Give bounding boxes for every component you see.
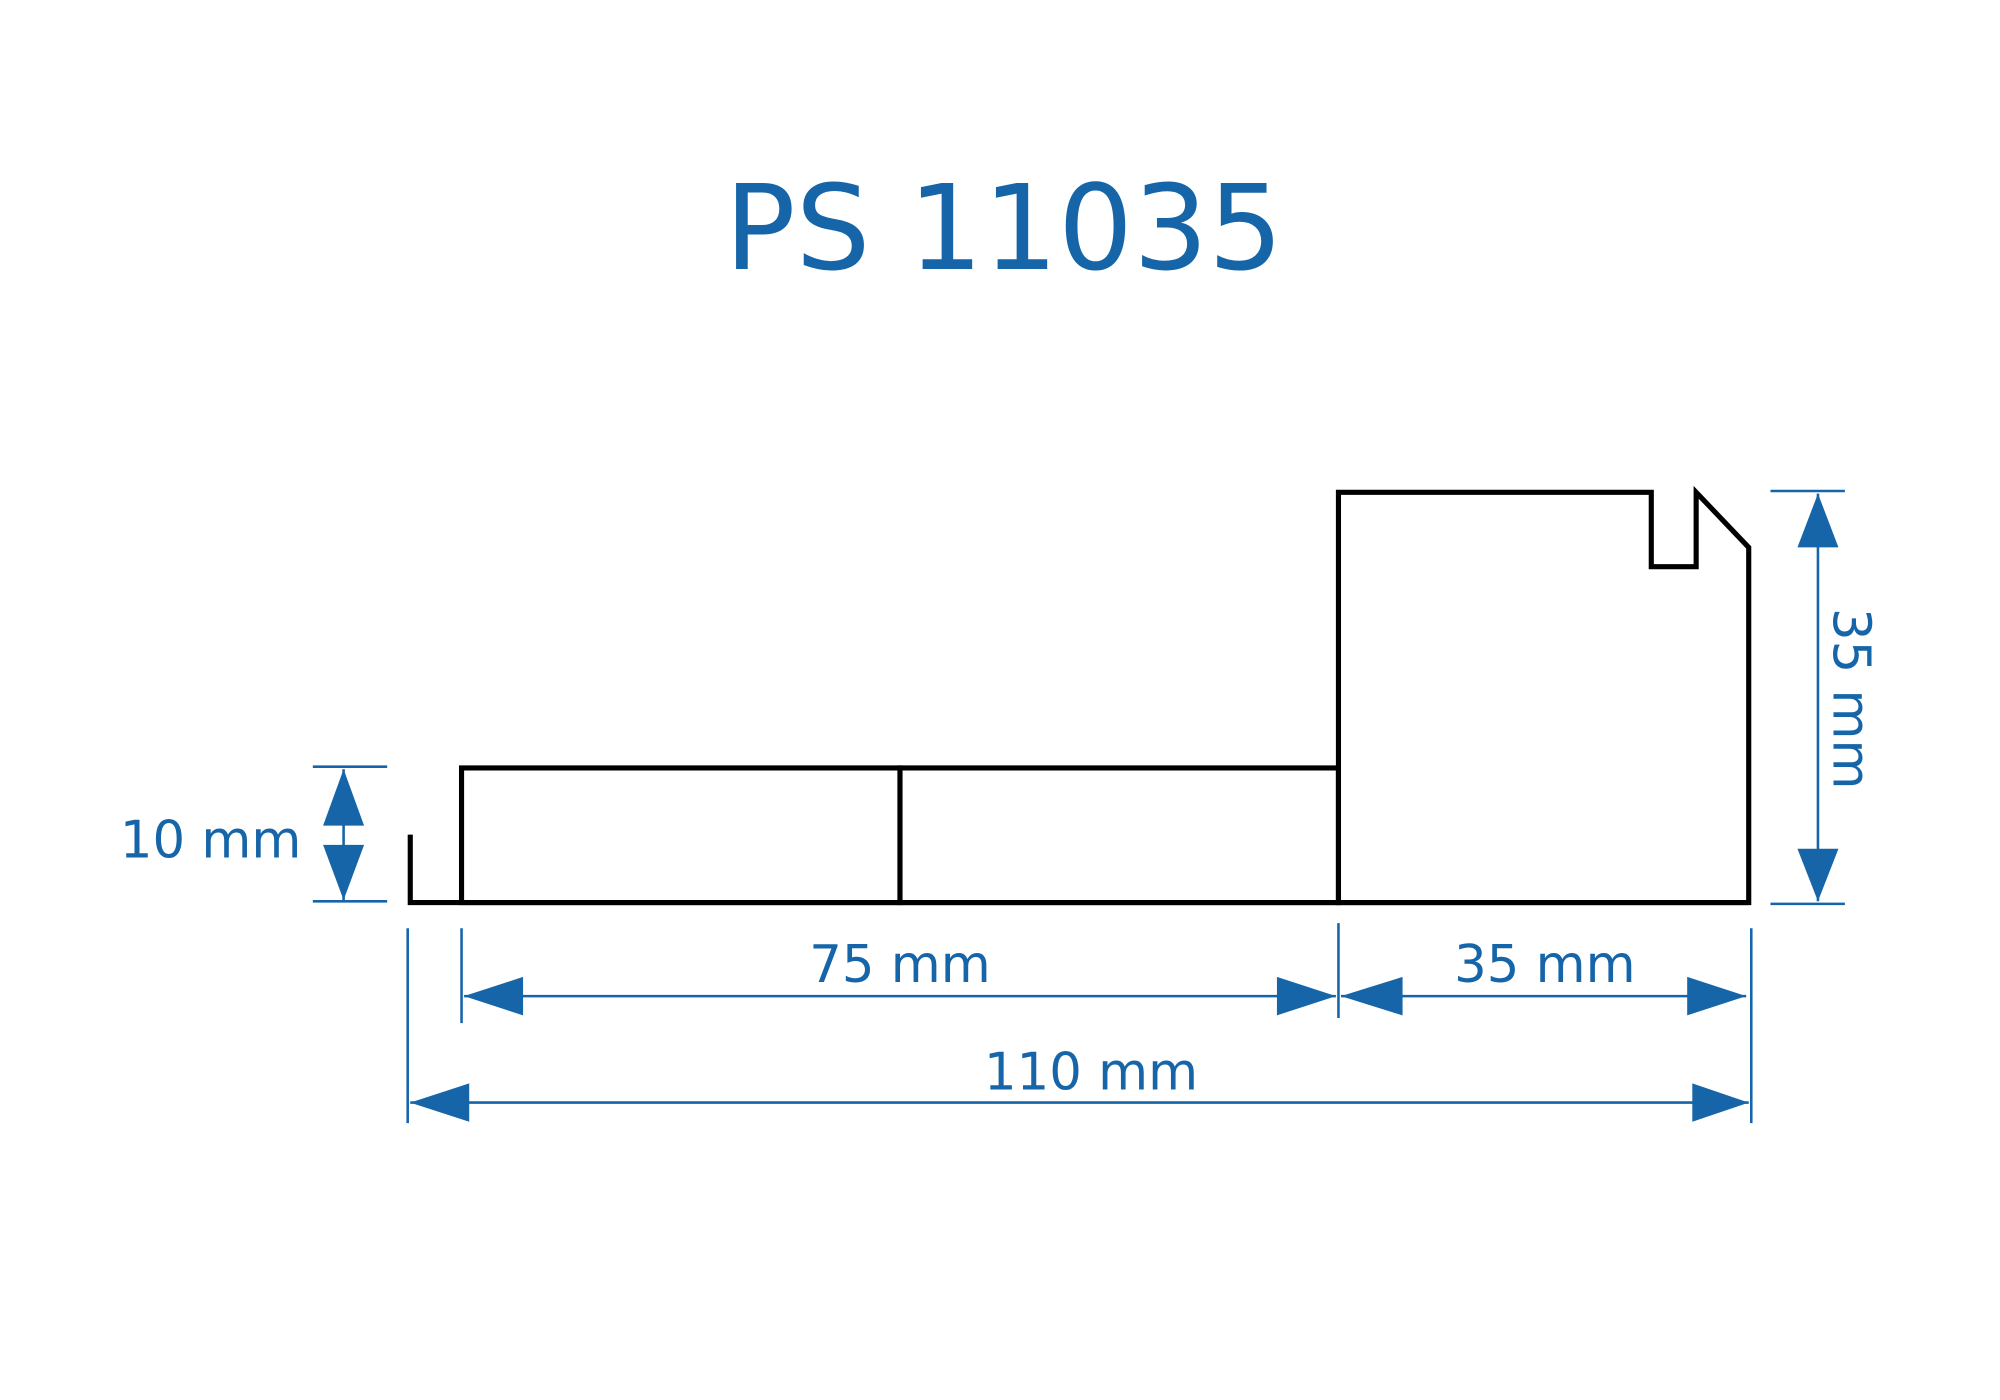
arrow-up-icon bbox=[1797, 493, 1839, 548]
right-block bbox=[1335, 485, 1752, 906]
dim-label-10mm: 10 mm bbox=[120, 811, 301, 871]
arrow-right-icon bbox=[1687, 976, 1747, 1016]
dim-label-35mm-width: 35 mm bbox=[1454, 935, 1635, 995]
dimension-10mm: 10 mm bbox=[120, 765, 388, 903]
arrow-down-icon bbox=[323, 844, 365, 900]
middle-panel bbox=[897, 765, 1342, 906]
drawing-title: PS 11035 bbox=[725, 160, 1284, 297]
arrow-left-icon bbox=[410, 1083, 470, 1122]
arrow-up-icon bbox=[323, 769, 365, 826]
arrow-right-icon bbox=[1276, 976, 1336, 1016]
arrow-left-icon bbox=[464, 976, 524, 1016]
dimension-110mm: 110 mm bbox=[406, 928, 1749, 1124]
arrow-down-icon bbox=[1797, 848, 1839, 902]
arrow-right-icon bbox=[1692, 1083, 1749, 1122]
dimension-35mm-height: 35 mm bbox=[1770, 489, 1880, 906]
dimension-35mm-width: 35 mm bbox=[1341, 928, 1753, 1124]
dim-label-110mm: 110 mm bbox=[984, 1043, 1198, 1103]
left-panel bbox=[458, 765, 903, 906]
dim-label-75mm: 75 mm bbox=[809, 935, 990, 995]
arrow-left-icon bbox=[1341, 976, 1403, 1016]
dim-label-35mm-height: 35 mm bbox=[1820, 608, 1880, 789]
profile-outline bbox=[407, 485, 1752, 906]
dimension-75mm: 75 mm bbox=[460, 923, 1340, 1024]
